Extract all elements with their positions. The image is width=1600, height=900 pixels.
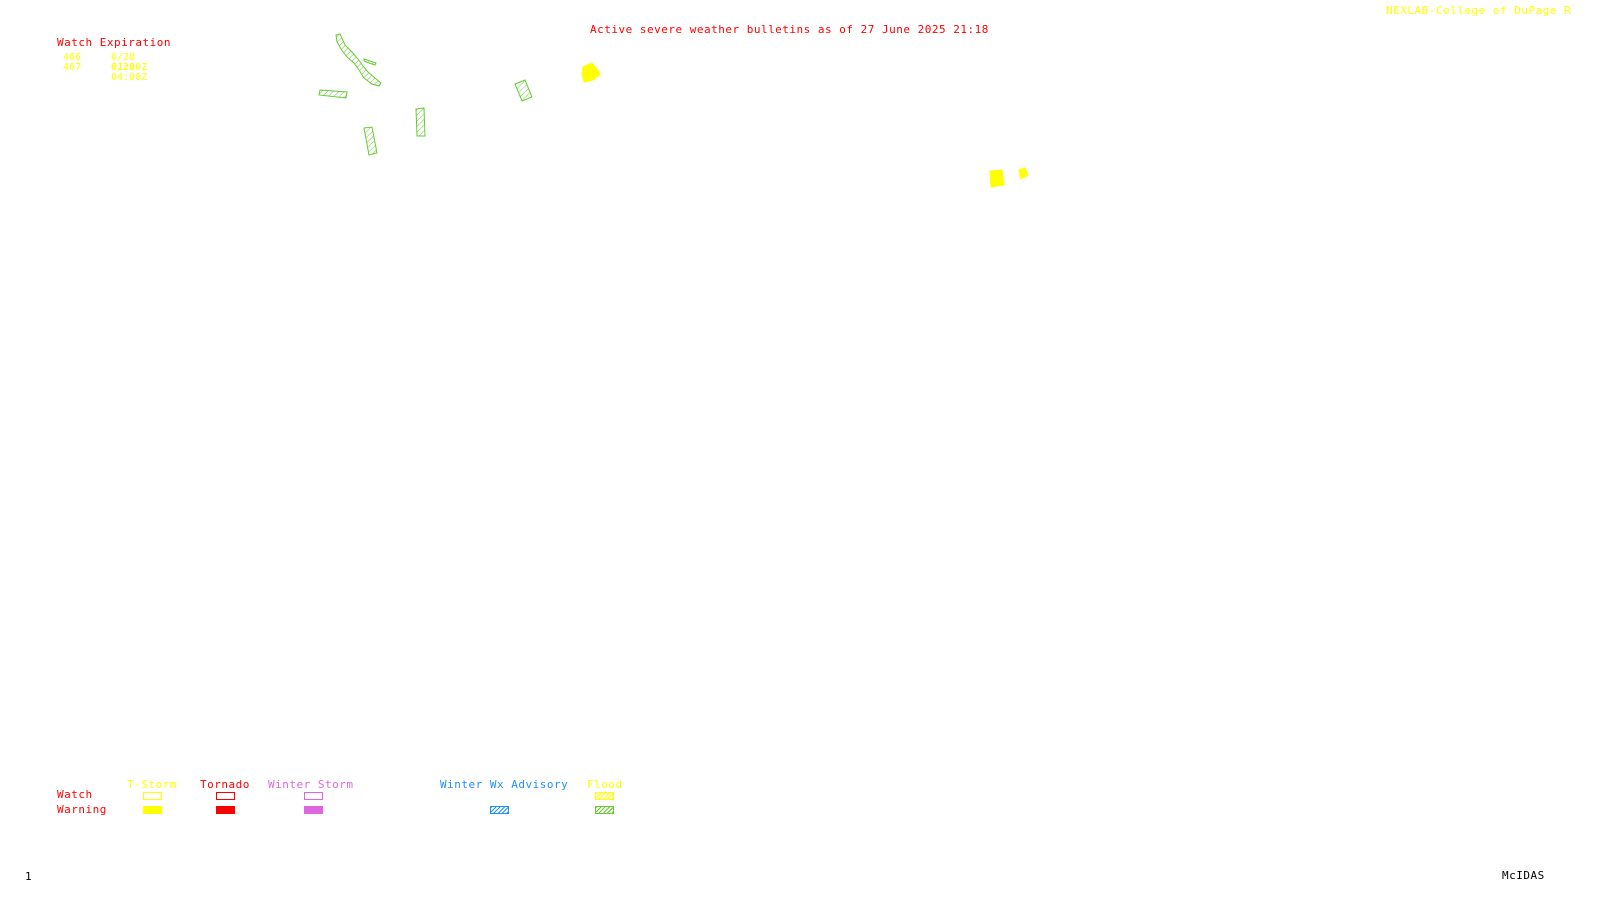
legend-winter-storm-label: Winter Storm (268, 778, 354, 791)
flood-warning-polygon (415, 107, 426, 137)
watch-expires: 6/28 04:00Z (111, 62, 148, 83)
legend-tstorm-label: T-Storm (127, 778, 177, 791)
watch-id: 466 (63, 52, 82, 63)
winter-storm-warning-swatch (304, 806, 323, 814)
software-label: McIDAS (1502, 869, 1545, 882)
watch-id: 467 (63, 62, 82, 73)
flood-warning-polygon (514, 79, 533, 102)
winter-storm-watch-swatch (304, 792, 323, 800)
legend-winter-wx-advisory-label: Winter Wx Advisory (440, 778, 569, 791)
tstorm-warning-polygon (581, 62, 601, 83)
flood-watch-swatch (595, 792, 614, 800)
flood-warning-polygon (318, 89, 348, 99)
bulletin-title: Active severe weather bulletins as of 27… (590, 23, 989, 36)
tornado-warning-swatch (216, 806, 235, 814)
tstorm-watch-swatch (143, 792, 162, 800)
watch-expiration-heading: Watch Expiration (57, 36, 171, 49)
frame-number: 1 (25, 870, 33, 883)
flood-warning-polygon (363, 126, 378, 156)
legend-warning-label: Warning (57, 803, 107, 816)
watch-expires: 6/28 01:00Z (111, 52, 148, 73)
tstorm-warning-swatch (143, 806, 162, 814)
tornado-watch-swatch (216, 792, 235, 800)
flood-warning-swatch (595, 806, 614, 814)
winter-wx-advisory-warning-swatch (490, 806, 509, 814)
flood-warning-polygon (363, 58, 377, 66)
legend-watch-label: Watch (57, 788, 93, 801)
legend-flood-label: Flood (587, 778, 623, 791)
tstorm-warning-polygon (989, 169, 1005, 188)
flood-warning-polygon (335, 33, 382, 87)
tstorm-warning-polygon (1018, 167, 1029, 180)
credit-text: NEXLAB-College of DuPage R (1386, 4, 1572, 17)
legend-tornado-label: Tornado (200, 778, 250, 791)
